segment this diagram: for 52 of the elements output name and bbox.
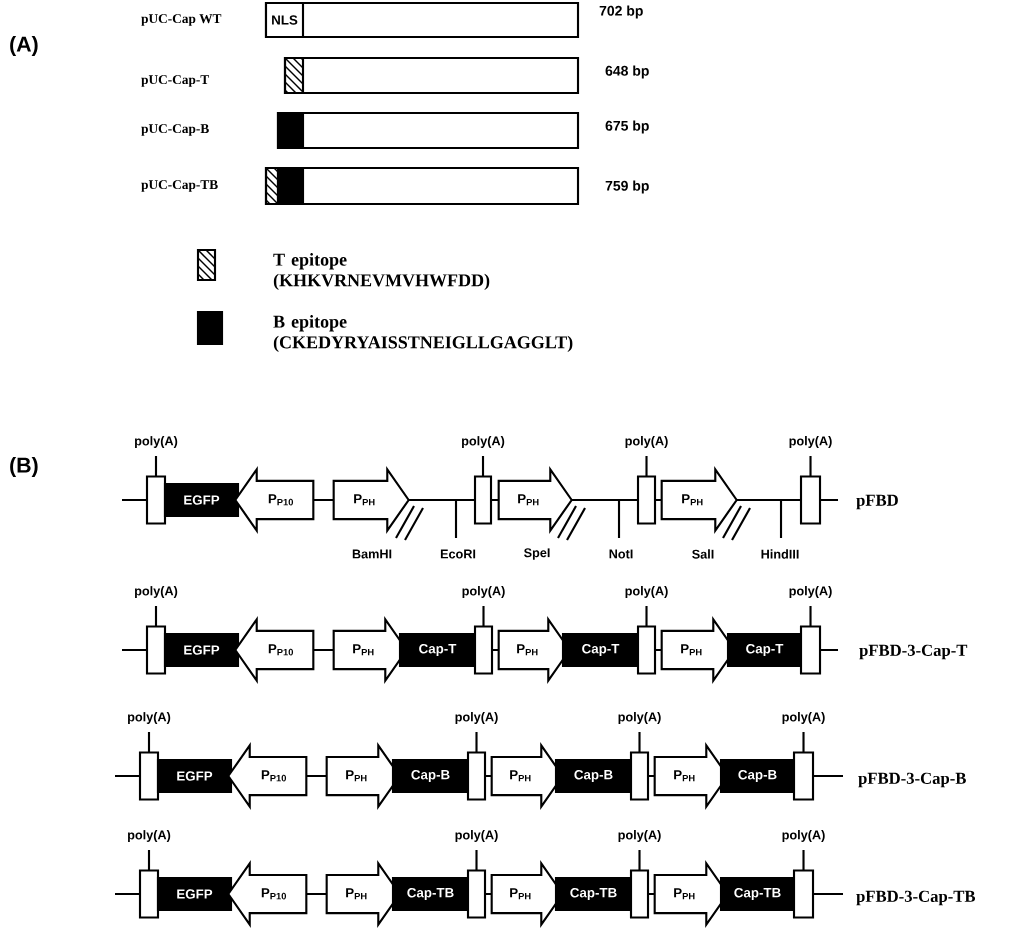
- polya-label: poly(A): [618, 712, 661, 724]
- site-label: SpeI: [524, 548, 550, 560]
- polya-label: poly(A): [135, 436, 178, 448]
- construct-name: pFBD-3-Cap-T: [859, 644, 968, 660]
- size-label: 675 bp: [605, 120, 649, 134]
- gene-box: Cap-B: [719, 758, 796, 794]
- construct-name: pFBD-3-Cap-B: [858, 772, 966, 788]
- site-label: SalI: [692, 549, 714, 559]
- gene-box: Cap-TB: [554, 876, 633, 912]
- nls-segment: NLS: [264, 1, 305, 39]
- gene-box: Cap-T: [726, 632, 803, 668]
- site-label: NotI: [609, 549, 633, 559]
- gene-box: Cap-TB: [719, 876, 796, 912]
- construct-name: pUC-Cap-TB: [141, 180, 218, 192]
- site-label: BamHI: [352, 549, 392, 559]
- polya-label: poly(A): [618, 830, 661, 842]
- gene-box: EGFP: [156, 876, 233, 912]
- gene-box: Cap-TB: [391, 876, 470, 912]
- gene-box: Cap-T: [398, 632, 477, 668]
- site-label: HindIII: [761, 549, 799, 559]
- polya-label: poly(A): [789, 436, 832, 448]
- panel-label: (B): [10, 457, 38, 477]
- polya-label: poly(A): [128, 712, 171, 724]
- polya-label: poly(A): [782, 830, 825, 842]
- polya-label: poly(A): [455, 830, 498, 842]
- polya-label: poly(A): [135, 586, 178, 598]
- size-label: 648 bp: [605, 65, 649, 79]
- gene-box: Cap-B: [391, 758, 470, 794]
- gene-box: EGFP: [163, 482, 240, 518]
- panel-label: (A): [10, 36, 38, 56]
- polya-label: poly(A): [462, 586, 505, 598]
- size-label: 702 bp: [599, 5, 643, 19]
- polya-label: poly(A): [128, 830, 171, 842]
- gene-box: EGFP: [156, 758, 233, 794]
- polya-label: poly(A): [455, 712, 498, 724]
- construct-name: pUC-Cap WT: [141, 14, 222, 26]
- polya-label: poly(A): [789, 586, 832, 598]
- polya-label: poly(A): [462, 436, 505, 448]
- construct-name: pFBD-3-Cap-TB: [856, 890, 976, 906]
- construct-name: pFBD: [856, 494, 898, 510]
- site-label: EcoRI: [440, 549, 476, 559]
- gene-box: Cap-T: [561, 632, 640, 668]
- legend-text: T epitope (KHKVRNEVMVHWFDD): [273, 253, 490, 291]
- size-label: 759 bp: [605, 180, 649, 194]
- construct-name: pUC-Cap-T: [141, 75, 209, 87]
- construct-name: pUC-Cap-B: [141, 124, 209, 136]
- legend-text: B epitope (CKEDYRYAISSTNEIGLLGAGGLT): [273, 315, 573, 353]
- gene-box: EGFP: [163, 632, 240, 668]
- polya-label: poly(A): [625, 586, 668, 598]
- polya-label: poly(A): [782, 712, 825, 724]
- polya-label: poly(A): [625, 436, 668, 448]
- gene-box: Cap-B: [554, 758, 633, 794]
